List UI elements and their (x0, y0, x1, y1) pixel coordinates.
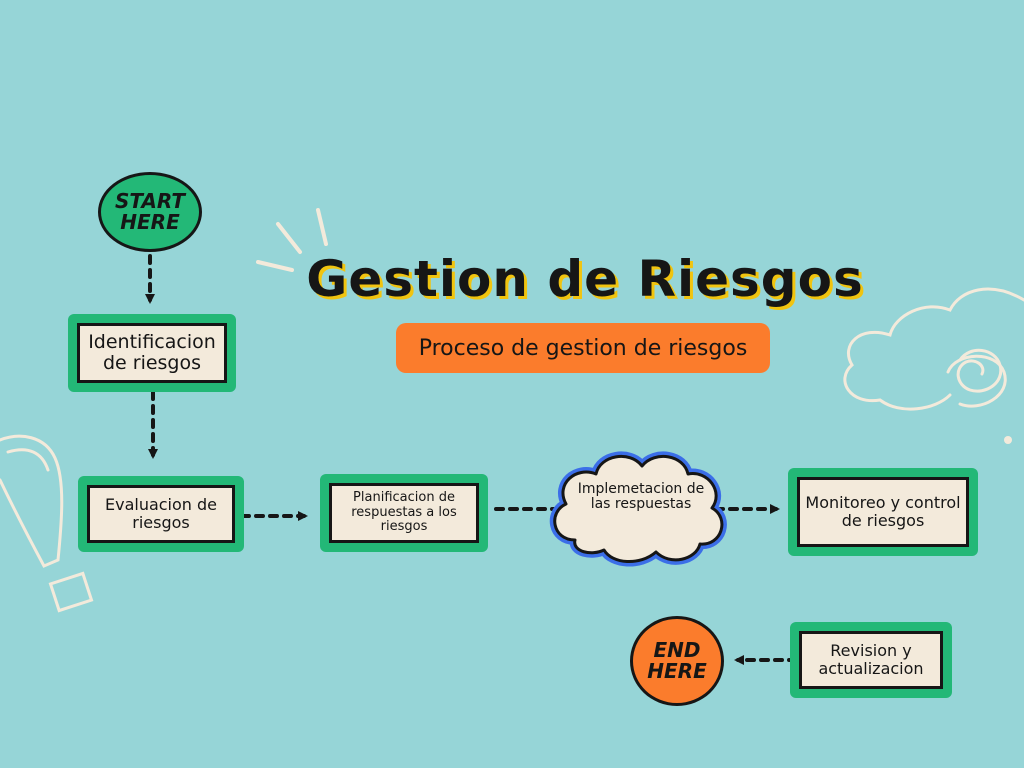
cloud-doodle (843, 287, 1024, 444)
end-line-2: HERE (647, 659, 707, 683)
start-line-2: HERE (120, 210, 180, 234)
step-evaluacion-label: Evaluacion de riesgos (104, 495, 218, 532)
start-line-1: START (114, 189, 186, 213)
step-revision-label: Revision y actualizacion (818, 641, 924, 678)
subtitle-text: Proceso de gestion de riesgos (418, 335, 748, 361)
page-title: Gestion de Riesgos (306, 250, 864, 308)
step-implementacion-label: Implemetacion de las respuestas (577, 481, 705, 513)
step-planificacion: Planificacion de respuestas a los riesgo… (320, 474, 488, 552)
end-line-1: END (653, 638, 701, 662)
step-identificacion: Identificacion de riesgos (68, 314, 236, 392)
step-evaluacion: Evaluacion de riesgos (78, 476, 244, 552)
step-monitoreo-label: Monitoreo y control de riesgos (805, 493, 961, 530)
step-monitoreo: Monitoreo y control de riesgos (788, 468, 978, 556)
subtitle-badge: Proceso de gestion de riesgos (396, 323, 770, 373)
start-here-badge: START HERE (98, 172, 202, 252)
step-planificacion-label: Planificacion de respuestas a los riesgo… (351, 490, 457, 535)
step-identificacion-label: Identificacion de riesgos (88, 330, 216, 374)
step-revision: Revision y actualizacion (790, 622, 952, 698)
end-here-badge: END HERE (630, 616, 724, 706)
